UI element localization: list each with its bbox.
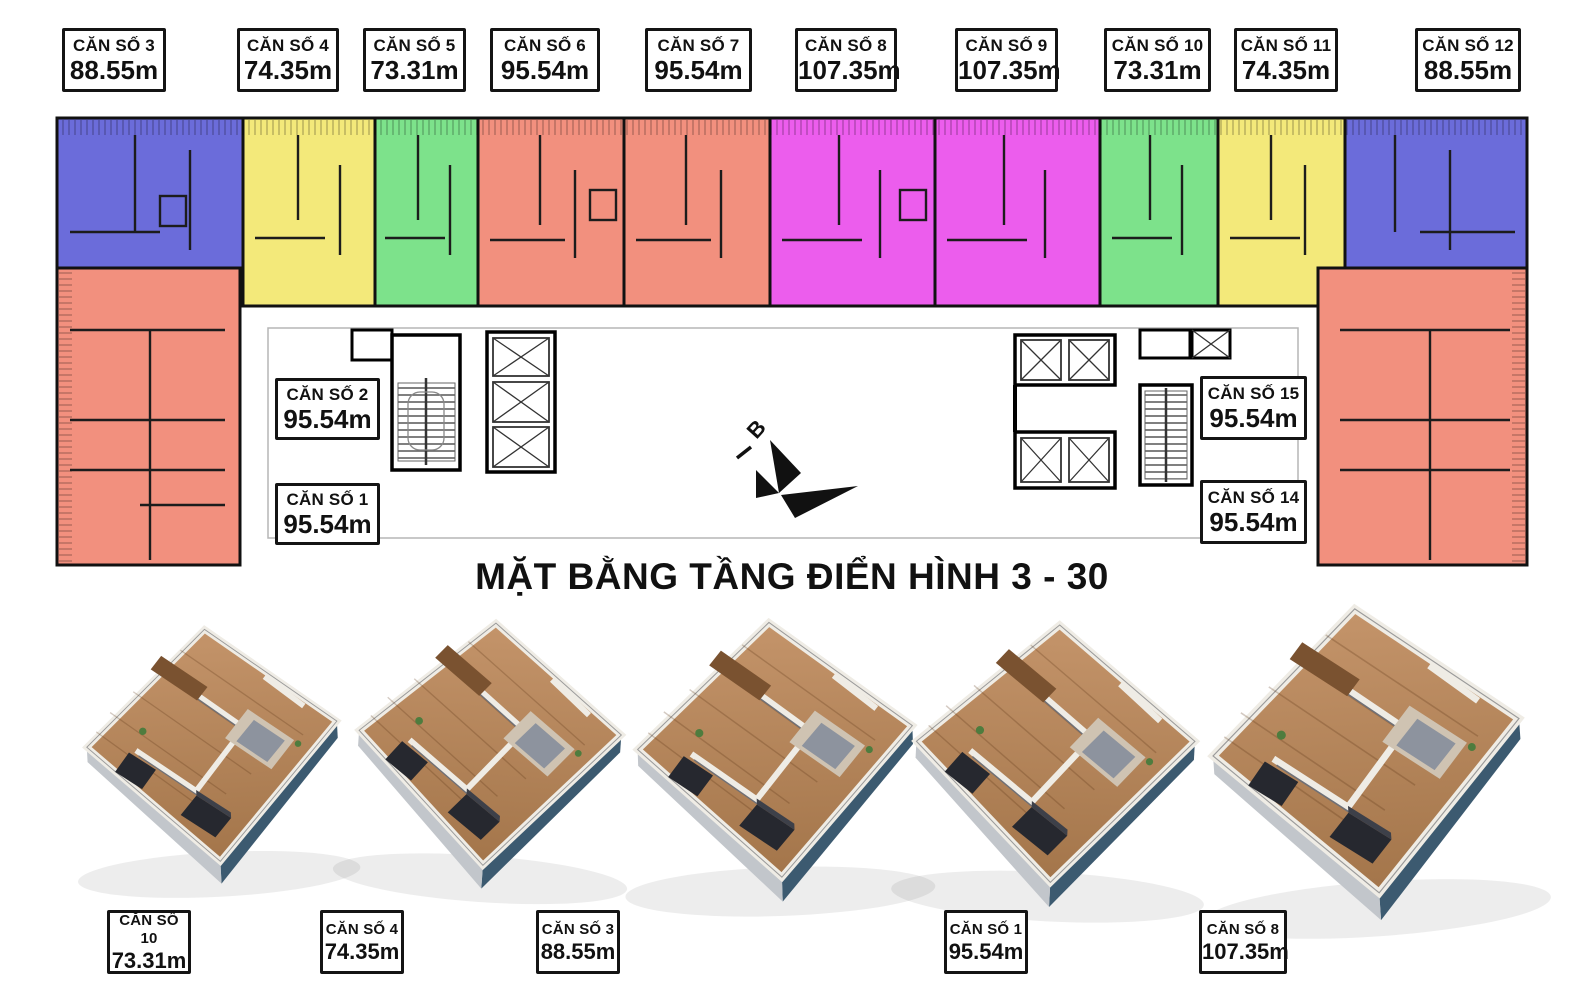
floor-plan-drawing: B — [55, 116, 1529, 567]
unit-area-3 — [55, 116, 245, 270]
unit-area-5 — [373, 116, 480, 308]
unit-area-6 — [476, 116, 626, 308]
core-right — [1013, 328, 1232, 490]
page-title: MẶT BẰNG TẦNG ĐIỂN HÌNH 3 - 30 — [475, 556, 1109, 597]
unit-blocks — [55, 116, 1529, 567]
unit-area-wing-right — [1316, 266, 1529, 567]
render-unit-1 — [878, 600, 1218, 910]
core-left — [350, 328, 557, 474]
unit-area-10 — [1098, 116, 1220, 308]
unit-area-9 — [933, 116, 1102, 308]
compass-north-label: B — [742, 415, 771, 444]
interior-walls — [70, 135, 1515, 560]
unit-area-4 — [241, 116, 377, 308]
unit-area-7 — [622, 116, 772, 308]
balcony-hatch — [59, 120, 1525, 562]
compass-north-icon: B — [735, 415, 858, 518]
unit-area-wing-left — [55, 266, 242, 567]
render-unit-8 — [1168, 585, 1548, 915]
unit-area-12 — [1343, 116, 1529, 270]
unit-area-8 — [768, 116, 937, 308]
